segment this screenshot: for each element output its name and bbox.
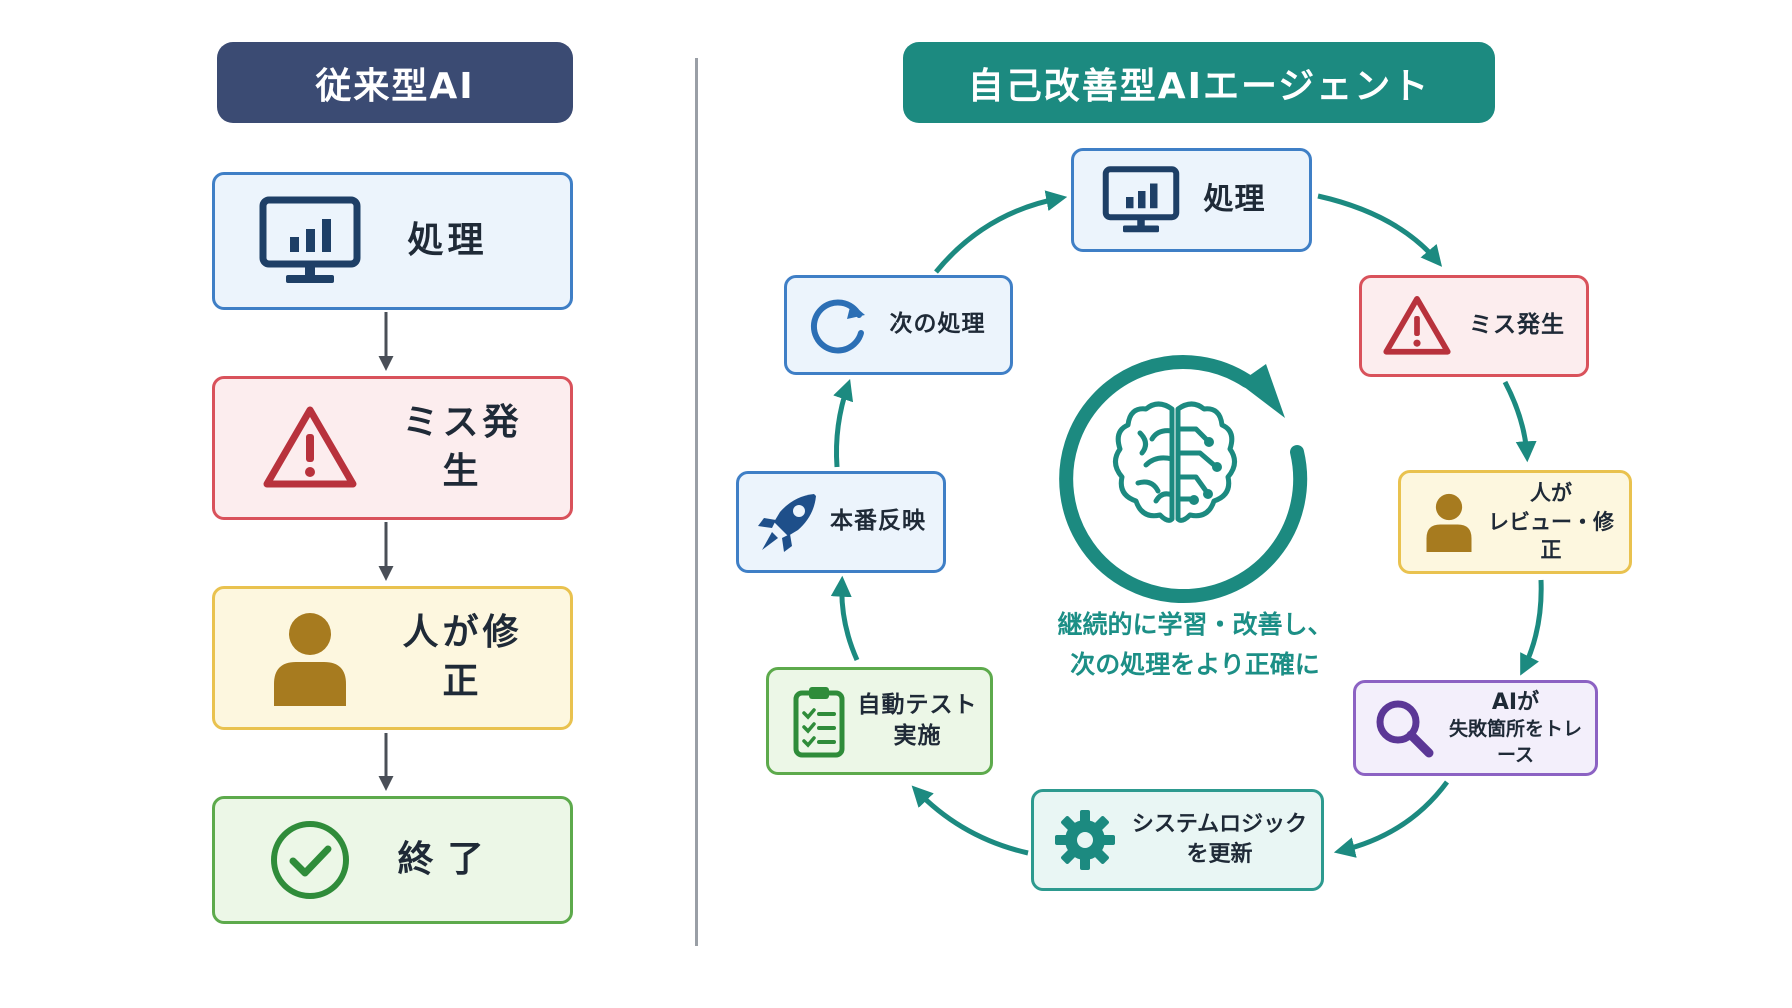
arrow-trace-to-update [1333, 780, 1450, 858]
cycle-node-next-process: 次の処理 [784, 275, 1013, 375]
cycle-node-human-review: 人が レビュー・修正 [1398, 470, 1632, 574]
cycle-caption-line1: 継続的に学習・改善し、 [1057, 610, 1333, 639]
person-icon [1417, 473, 1481, 571]
clipboard-checklist-icon [783, 670, 855, 772]
arrow-next-to-process [934, 190, 1068, 274]
monitor-chart-icon [235, 175, 385, 307]
conventional-ai-title: 従来型AI [217, 42, 573, 123]
cycle-node-ai-trace-line1: AIが [1491, 689, 1540, 715]
monitor-chart-icon [1086, 151, 1196, 249]
left-step-process-label: 処理 [407, 219, 488, 261]
cycle-node-ai-trace-label: AIが 失敗箇所をトレース [1442, 688, 1595, 769]
cycle-caption-line2: 次の処理をより正確に [1070, 650, 1320, 679]
cycle-node-system-update-label: システムロジック を更新 [1126, 810, 1321, 869]
cycle-node-system-update-line2: を更新 [1186, 842, 1253, 867]
magnifier-icon [1366, 683, 1442, 773]
cycle-node-ai-trace: AIが 失敗箇所をトレース [1353, 680, 1598, 776]
cycle-node-error: ミス発生 [1359, 275, 1589, 377]
cycle-node-human-review-line2: レビュー・修正 [1488, 509, 1614, 563]
left-step-error: ミス発生 [212, 376, 573, 520]
cycle-node-error-label: ミス発生 [1469, 312, 1565, 339]
section-divider [695, 58, 698, 946]
conventional-ai-title-text: 従来型AI [315, 65, 475, 107]
cycle-node-auto-test: 自動テスト 実施 [766, 667, 993, 775]
arrow-error-to-review [1502, 380, 1537, 463]
left-step-process: 処理 [212, 172, 573, 310]
gear-icon [1044, 792, 1126, 888]
arrow-deploy-to-next [833, 379, 854, 468]
cycle-node-auto-test-label: 自動テスト 実施 [855, 690, 990, 752]
cycle-node-process: 処理 [1071, 148, 1312, 252]
left-step-human-fix: 人が修正 [212, 586, 573, 730]
cycle-node-deploy-label: 本番反映 [830, 508, 926, 535]
arrow-update-to-test [911, 785, 1029, 856]
left-step-error-label: ミス発生 [402, 402, 523, 492]
cycle-node-process-label: 処理 [1203, 181, 1266, 217]
cycle-node-system-update-line1: システムロジック [1131, 812, 1308, 838]
left-step-human-fix-label: 人が修正 [402, 612, 523, 702]
cycle-node-human-review-line1: 人が [1530, 481, 1572, 506]
warning-icon [1376, 278, 1458, 374]
check-circle-icon [235, 799, 385, 921]
cycle-caption: 継続的に学習・改善し、 次の処理をより正確に [1015, 605, 1375, 685]
cycle-node-auto-test-line1: 自動テスト [857, 691, 978, 718]
cycle-node-system-update: システムロジック を更新 [1031, 789, 1324, 891]
cycle-node-deploy: 本番反映 [736, 471, 946, 573]
self-improving-agent-title: 自己改善型AIエージェント [903, 42, 1495, 123]
rocket-icon [749, 474, 827, 570]
refresh-icon [799, 278, 879, 372]
self-improving-agent-title-text: 自己改善型AIエージェント [967, 65, 1431, 107]
cycle-node-auto-test-line2: 実施 [893, 723, 942, 749]
cycle-node-human-review-label: 人が レビュー・修正 [1481, 479, 1629, 564]
cycle-node-ai-trace-line2: 失敗箇所をトレース [1448, 718, 1582, 766]
center-cycle-arrowhead [1239, 364, 1285, 418]
arrow-test-to-deploy [830, 575, 860, 662]
cycle-node-next-process-label: 次の処理 [889, 311, 986, 338]
arrow-process-to-error-cycle [1317, 193, 1443, 267]
left-step-end: 終了 [212, 796, 573, 924]
brain-circuit-icon [1110, 395, 1240, 535]
warning-icon [235, 379, 385, 517]
arrow-review-to-trace [1520, 579, 1544, 676]
left-step-end-label: 終了 [397, 838, 498, 880]
person-icon [235, 589, 385, 727]
